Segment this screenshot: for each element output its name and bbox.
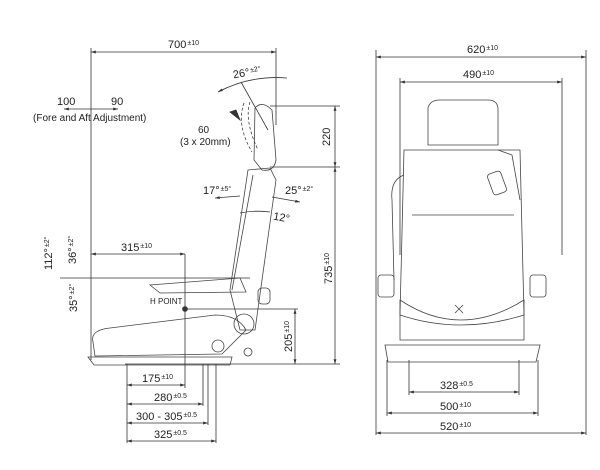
headrest-height-label: 220 bbox=[321, 127, 333, 146]
dim-tol: ±2° bbox=[302, 186, 314, 193]
dim-value: 175 bbox=[142, 373, 161, 385]
dim-tol: ±5° bbox=[220, 186, 232, 193]
dim-tol: ±0.5 bbox=[173, 393, 187, 400]
dim-tol: ±2° bbox=[69, 283, 76, 295]
dim-tol: ±10 bbox=[140, 243, 152, 250]
h-point-label: H POINT bbox=[150, 297, 183, 306]
dim-value: 36° bbox=[67, 247, 79, 264]
armrest-up-label: 36°±2° bbox=[67, 235, 79, 264]
dim-value: 17° bbox=[203, 185, 220, 197]
dim-value: 490 bbox=[463, 69, 482, 81]
backrest-fwd-label: 17°±5° bbox=[203, 186, 231, 197]
front-view-seat bbox=[377, 99, 547, 363]
dim-tol: ±0.5 bbox=[183, 412, 198, 419]
dim-value: 35° bbox=[68, 295, 80, 312]
headrest-travel-label: 60 bbox=[198, 125, 210, 136]
dim-value: 328 bbox=[440, 380, 459, 392]
dim-tol: ±2° bbox=[44, 236, 51, 248]
dim-tol: ±10 bbox=[459, 422, 471, 429]
base-dim-325: 325±0.5 bbox=[154, 430, 187, 441]
dim-tol: ±10 bbox=[459, 402, 471, 409]
h-point-height-label: 205±10 bbox=[283, 321, 295, 352]
base-dim-300-305: 300 - 305±0.5 bbox=[136, 412, 197, 423]
dim-tol: ±0.5 bbox=[173, 430, 187, 437]
dim-tol: ±10 bbox=[284, 321, 291, 333]
overall-width-label: 620±10 bbox=[467, 45, 498, 56]
dim-tol: ±10 bbox=[161, 374, 173, 381]
fore-aft-caption: (Fore and Aft Adjustment) bbox=[33, 113, 147, 124]
armrest-down-label: 35°±2° bbox=[68, 283, 80, 312]
dim-value: 500 bbox=[440, 401, 459, 413]
dim-value: 325 bbox=[154, 429, 173, 441]
base-dim-175: 175±10 bbox=[142, 374, 173, 385]
dim-value: 25° bbox=[285, 185, 302, 197]
dim-value: 315 bbox=[121, 242, 140, 254]
base-width-label: 500±10 bbox=[440, 402, 471, 413]
dim-value: 112° bbox=[43, 248, 55, 270]
dim-tol: ±2° bbox=[249, 65, 262, 75]
side-view-seat bbox=[87, 101, 277, 366]
dim-value: 520 bbox=[440, 421, 459, 433]
headrest-travel-detail: (3 x 20mm) bbox=[180, 137, 231, 148]
dim-value: 280 bbox=[154, 392, 173, 404]
overall-length-label: 700±10 bbox=[168, 40, 199, 51]
dim-value: 300 - 305 bbox=[136, 411, 183, 423]
aft-adjust-label: 90 bbox=[111, 96, 124, 108]
armrest-range-label: 112°±2° bbox=[43, 236, 55, 270]
rail-spacing-label: 328±0.5 bbox=[440, 381, 473, 392]
dim-tol: ±10 bbox=[187, 40, 199, 47]
dim-tol: ±0.5 bbox=[459, 381, 473, 388]
side-dimension-lines bbox=[60, 48, 340, 443]
dim-tol: ±10 bbox=[486, 45, 498, 52]
backrest-width-label: 490±10 bbox=[463, 70, 494, 81]
armrest-length-label: 315±10 bbox=[121, 243, 152, 254]
dim-tol: ±2° bbox=[68, 235, 75, 247]
base-dim-280: 280±0.5 bbox=[154, 393, 187, 404]
dim-value: 700 bbox=[168, 39, 187, 51]
dim-value: 205 bbox=[283, 333, 295, 352]
total-height-label: 735±10 bbox=[323, 253, 335, 284]
front-dimension-lines bbox=[375, 50, 587, 435]
dim-tol: ±10 bbox=[482, 70, 494, 77]
dim-tol: ±10 bbox=[324, 253, 331, 265]
backrest-back-label: 25°±2° bbox=[285, 186, 313, 197]
dim-value: 620 bbox=[467, 44, 486, 56]
fore-adjust-label: 100 bbox=[57, 96, 76, 108]
dim-value: 735 bbox=[323, 265, 335, 284]
bottom-width-label: 520±10 bbox=[440, 422, 471, 433]
